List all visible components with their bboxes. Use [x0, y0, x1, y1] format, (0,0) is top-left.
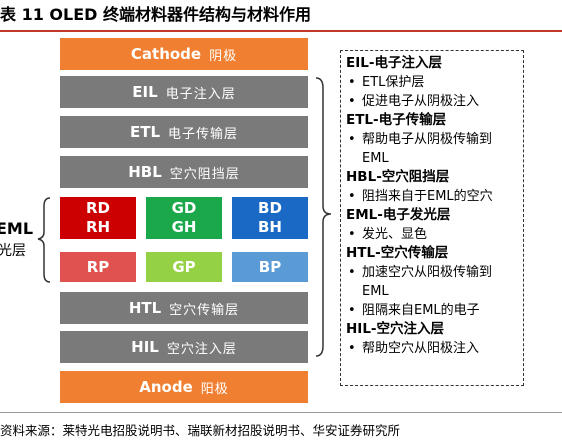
cathode-label: Cathode: [130, 45, 202, 63]
eml-cell-gd-gh: GD GH: [146, 197, 222, 239]
panel-heading-hil: HIL-空穴注入层: [346, 321, 445, 337]
anode-layer: Anode 阳极: [60, 371, 308, 403]
eml-cell-rp: RP: [60, 252, 136, 282]
htl-zh: 空穴传输层: [169, 302, 240, 318]
panel-heading-hbl: HBL-空穴阻挡层: [346, 169, 450, 185]
eml-side-label: EML 发光层: [0, 218, 40, 262]
hbl-label: HBL: [128, 163, 162, 181]
panel-bullet: 阻挡来自于EML的空穴: [346, 187, 517, 206]
eil-layer: EIL 电子注入层: [60, 76, 308, 108]
panel-heading-etl: ETL-电子传输层: [346, 112, 447, 128]
eml-cell-text: BD: [258, 199, 282, 217]
panel-bullet: 促进电子从阴极注入: [346, 92, 517, 111]
cathode-layer: Cathode 阴极: [60, 38, 308, 70]
panel-bullet: 帮助电子从阴极传输到EML: [346, 130, 517, 168]
eml-cell-text: RD: [85, 199, 110, 217]
etl-label: ETL: [129, 123, 161, 141]
footer-divider: [0, 412, 562, 413]
panel-bullet: 发光、显色: [346, 225, 517, 244]
hbl-layer: HBL 空穴阻挡层: [60, 156, 308, 188]
eml-cell-text: BP: [258, 257, 282, 276]
layer-description-panel: EIL-电子注入层 ETL保护层 促进电子从阴极注入 ETL-电子传输层 帮助电…: [340, 50, 524, 386]
eml-cell-text: GP: [172, 257, 196, 276]
panel-bullet: ETL保护层: [346, 73, 517, 92]
panel-heading-htl: HTL-空穴传输层: [346, 245, 449, 261]
right-stack-bracket: [315, 77, 332, 357]
eml-side-label-zh: 发光层: [0, 243, 26, 259]
htl-layer: HTL 空穴传输层: [60, 292, 308, 324]
eml-cell-bd-bh: BD BH: [232, 197, 308, 239]
title-divider: [0, 30, 562, 32]
etl-layer: ETL 电子传输层: [60, 116, 308, 148]
eml-cell-text: GD: [171, 199, 197, 217]
cathode-zh: 阴极: [209, 48, 238, 64]
anode-label: Anode: [139, 378, 193, 396]
hil-layer: HIL 空穴注入层: [60, 331, 308, 363]
htl-label: HTL: [128, 299, 162, 317]
eml-cell-text: GH: [171, 218, 197, 236]
panel-bullet: 帮助空穴从阳极注入: [346, 339, 517, 358]
panel-bullet: 加速空穴从阳极传输到EML: [346, 263, 517, 301]
eil-label: EIL: [132, 83, 158, 101]
hil-label: HIL: [131, 338, 159, 356]
source-note: 资料来源：莱特光电招股说明书、瑞联新材招股说明书、华安证券研究所: [0, 423, 401, 438]
eml-side-label-en: EML: [0, 219, 34, 238]
hil-zh: 空穴注入层: [166, 341, 237, 357]
anode-zh: 阳极: [200, 381, 229, 397]
eml-cell-text: BH: [258, 218, 282, 236]
panel-bullet: 阻隔来自EML的电子: [346, 301, 517, 320]
eml-cell-gp: GP: [146, 252, 222, 282]
eml-cell-bp: BP: [232, 252, 308, 282]
eml-cell-text: RH: [85, 218, 111, 236]
eil-zh: 电子注入层: [165, 86, 236, 102]
eml-cell-text: RP: [86, 257, 110, 276]
etl-zh: 电子传输层: [168, 126, 239, 142]
page-title: 表 11 OLED 终端材料器件结构与材料作用: [0, 5, 311, 24]
hbl-zh: 空穴阻挡层: [169, 166, 240, 182]
panel-heading-eil: EIL-电子注入层: [346, 55, 442, 71]
panel-heading-eml: EML-电子发光层: [346, 207, 451, 223]
eml-cell-rd-rh: RD RH: [60, 197, 136, 239]
